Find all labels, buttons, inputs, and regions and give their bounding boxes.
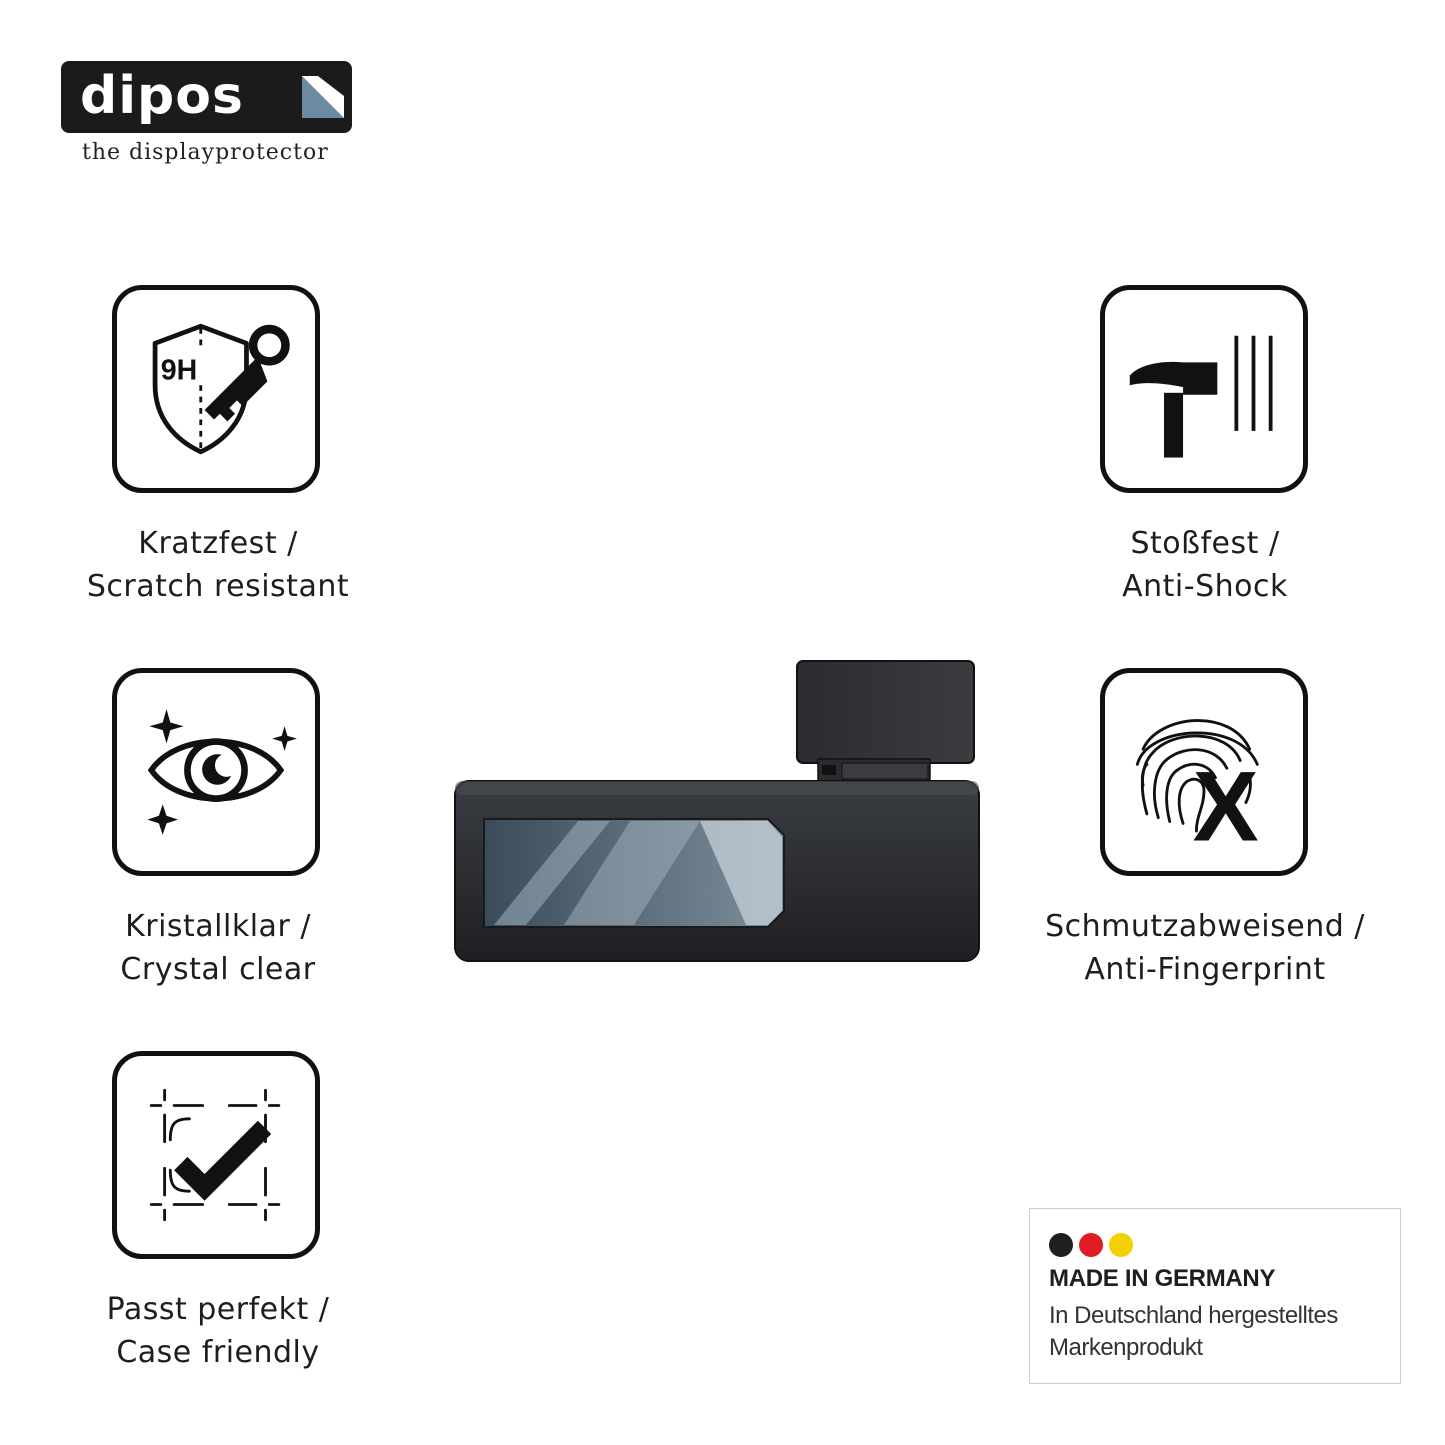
flag-dot-black — [1049, 1233, 1073, 1257]
badge-subtitle-line2: Markenprodukt — [1049, 1334, 1203, 1361]
caption-fingerprint: Schmutzabweisend / Anti-Fingerprint — [1025, 905, 1385, 991]
badge-subtitle: In Deutschland hergestelltes Markenprodu… — [1049, 1300, 1399, 1364]
eye-icon — [147, 709, 297, 835]
made-in-germany-badge: MADE IN GERMANY In Deutschland hergestel… — [1029, 1208, 1401, 1384]
feature-tile-fit — [112, 1051, 320, 1259]
badge-subtitle-line1: In Deutschland hergestelltes — [1049, 1302, 1338, 1329]
caption-scratch-line1: Kratzfest / — [138, 526, 298, 561]
logo-corner-icon — [302, 76, 352, 118]
shield-key-icon: 9H — [152, 323, 290, 455]
caption-fingerprint-line1: Schmutzabweisend / — [1045, 909, 1365, 944]
caption-clear: Kristallklar / Crystal clear — [38, 905, 398, 991]
checkmark-frame-icon — [149, 1088, 281, 1222]
svg-text:X: X — [1193, 751, 1259, 862]
hardness-label: 9H — [161, 354, 198, 386]
dashcam-product-image — [454, 660, 980, 962]
badge-title: MADE IN GERMANY — [1049, 1265, 1276, 1292]
hammer-icon — [1129, 335, 1273, 458]
caption-fingerprint-line2: Anti-Fingerprint — [1084, 952, 1326, 987]
caption-scratch: Kratzfest / Scratch resistant — [38, 522, 398, 608]
logo-tagline: the displayprotector — [82, 140, 329, 165]
caption-shock: Stoßfest / Anti-Shock — [1025, 522, 1385, 608]
feature-tile-clear — [112, 668, 320, 876]
caption-fit: Passt perfekt / Case friendly — [38, 1288, 398, 1374]
caption-clear-line2: Crystal clear — [120, 952, 316, 987]
feature-tile-scratch: 9H — [112, 285, 320, 493]
caption-shock-line2: Anti-Shock — [1122, 569, 1288, 604]
flag-dot-gold — [1109, 1233, 1133, 1257]
caption-clear-line1: Kristallklar / — [125, 909, 311, 944]
feature-tile-fingerprint: X — [1100, 668, 1308, 876]
caption-fit-line2: Case friendly — [116, 1335, 320, 1370]
fingerprint-icon: X — [1135, 719, 1259, 862]
logo-brand: dipos — [80, 66, 244, 126]
caption-scratch-line2: Scratch resistant — [86, 569, 350, 604]
feature-tile-shock — [1100, 285, 1308, 493]
flag-dot-red — [1079, 1233, 1103, 1257]
caption-shock-line1: Stoßfest / — [1130, 526, 1280, 561]
caption-fit-line1: Passt perfekt / — [106, 1292, 330, 1327]
